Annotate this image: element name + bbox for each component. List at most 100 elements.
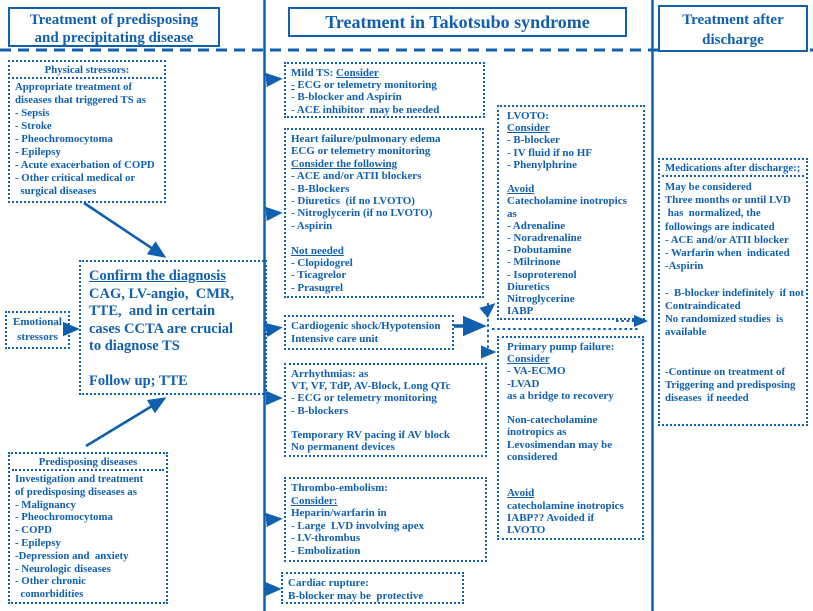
arrow-split-to-lvoto — [479, 303, 496, 319]
text-line: - Isoproterenol — [507, 268, 577, 281]
text-line: Levosimendan may be — [507, 438, 613, 451]
header-text: Treatment of predisposing — [29, 12, 199, 28]
text-line — [665, 273, 801, 286]
text-line: May be considered — [665, 181, 752, 193]
text-line — [507, 402, 637, 414]
text-line: - IV fluid if no HF — [507, 146, 593, 159]
text-line: Confirm the diagnosis — [89, 268, 226, 284]
text-line: VT, VF, TdP, AV-Block, Long QTc — [291, 380, 451, 393]
right-column-header: Treatment after discharge — [658, 5, 808, 52]
text-line: - ACE and/or ATII blocker — [665, 233, 789, 246]
text-line: - COPD — [15, 524, 52, 537]
text-line: Not needed — [291, 244, 344, 257]
text-line: Investigation and treatment — [15, 473, 144, 485]
predisposing-diseases-title: Predisposing diseases — [12, 456, 164, 471]
text-line: - VA-ECMO — [507, 365, 566, 378]
text-line — [89, 356, 257, 374]
text-line: - Sepsis — [15, 107, 50, 119]
emotional-stressors-text: stressors — [17, 330, 58, 343]
text-line: - Clopidogrel — [291, 257, 353, 270]
text-line: - LV-thrombus — [291, 532, 361, 545]
text-line: Avoid — [507, 183, 535, 196]
text-line — [665, 339, 801, 352]
text-line: - Warfarin when indicated — [665, 247, 790, 260]
text-line: - Epilepsy — [15, 536, 61, 549]
text-line: - ACE inhibitor may be needed — [291, 103, 440, 116]
text-line: Nitroglycerine — [507, 293, 575, 306]
header-text: Treatment after — [682, 12, 784, 28]
text-line: - ACE and/or ATII blockers — [291, 170, 422, 183]
text-line: - Noradrenaline — [507, 232, 582, 245]
middle-column-header: Treatment in Takotsubo syndrome — [288, 7, 627, 37]
text-line: to diagnose TS — [89, 338, 180, 354]
text-line: - Prasugrel — [291, 281, 344, 294]
text-line: Consider: — [291, 494, 338, 507]
text-line: Heart failure/pulmonary edema — [291, 133, 441, 145]
emotional-stressors-box: Emotional stressors — [5, 311, 70, 349]
arrow-physical-to-confirm — [83, 201, 167, 258]
medications-after-discharge-box: Medications after discharge:; May be con… — [658, 158, 808, 426]
text-line: as a bridge to recovery — [507, 389, 614, 402]
text-line: - ECG or telemetry monitoring — [291, 392, 437, 405]
text-line: available — [665, 326, 707, 339]
text-line: Consider — [507, 353, 550, 366]
text-line: surgical diseases — [15, 185, 97, 197]
emotional-stressors-text: Emotional — [13, 316, 62, 328]
text-line: followings are indicated — [665, 220, 775, 233]
text-line: LVOTO — [507, 524, 546, 537]
text-line: - B-blocker indefinitely if not — [665, 286, 804, 299]
physical-stressors-title: Physical stressors: — [12, 64, 162, 79]
mild-ts-lines: Mild TS: Consider- ECG or telemetry moni… — [291, 67, 478, 116]
text-line: - Ticagrelor — [291, 269, 347, 282]
mild-ts-box: Mild TS: Consider- ECG or telemetry moni… — [284, 62, 485, 118]
text-line: -Continue on treatment of — [665, 365, 786, 378]
text-line: has normalized, the — [665, 207, 761, 220]
text-line: - Acute exacerbation of COPD — [15, 159, 155, 171]
arrow-predisposing-to-confirm — [85, 397, 167, 448]
text-line: - Embolization — [291, 544, 361, 557]
cardiac-rupture-box: Cardiac rupture:B-blocker may be protect… — [281, 572, 464, 604]
text-line: Contraindicated — [665, 299, 741, 312]
text-line: catecholamine inotropics — [507, 499, 624, 512]
text-line: Follow up; TTE — [89, 373, 188, 389]
text-line — [507, 171, 638, 183]
text-line: Non-catecholamine — [507, 414, 598, 427]
text-line: Intensive care unit — [291, 333, 379, 345]
text-line: inotropics as — [507, 426, 567, 439]
text-line: diseases that triggered TS as — [15, 94, 146, 106]
header-text: discharge — [702, 32, 764, 48]
text-line: Avoid — [507, 487, 535, 500]
cardiac-rupture-lines: Cardiac rupture:B-blocker may be protect… — [288, 577, 457, 602]
text-line — [291, 232, 477, 244]
left-column-header: Treatment of predisposing and precipitat… — [8, 7, 220, 47]
text-line: No permanent devices — [291, 441, 395, 454]
text-line: LVOTO: — [507, 110, 549, 122]
text-line: Catecholamine inotropics — [507, 195, 627, 208]
text-line: of predisposing diseases as — [15, 485, 137, 498]
thromboembolism-box: Thrombo-embolism:Consider:Heparin/warfar… — [284, 477, 487, 562]
text-line: Heparin/warfarin in — [291, 507, 387, 520]
text-line: Cardiogenic shock/Hypotension — [291, 320, 441, 332]
text-line: Mild TS: Consider — [291, 67, 379, 79]
text-line: Consider the following — [291, 157, 398, 170]
text-line: comorbidities — [15, 588, 84, 601]
text-line: - Nitroglycerin (if no LVOTO) — [291, 207, 433, 220]
text-line: -Depression and anxiety — [15, 549, 129, 562]
text-line: - Malignancy — [15, 498, 76, 511]
text-line: CAG, LV-angio, CMR, — [89, 285, 235, 302]
text-line: - Aspirin — [291, 219, 333, 232]
text-line: - Pheochromocytoma — [15, 511, 113, 524]
text-line: - Diuretics (if no LVOTO) — [291, 195, 415, 208]
text-line: - Milrinone — [507, 256, 561, 269]
text-line: - Other critical medical or — [15, 172, 136, 184]
